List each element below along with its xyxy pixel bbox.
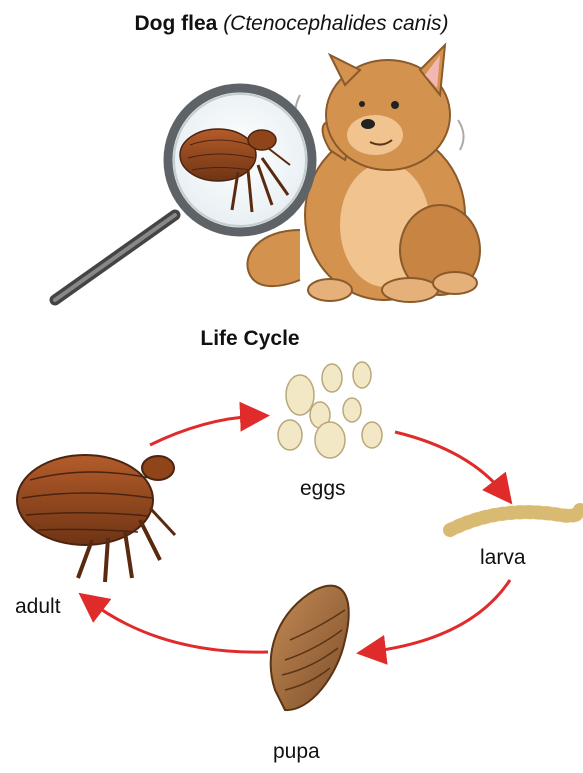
life-cycle-heading: Life Cycle xyxy=(0,327,500,351)
arrow-eggs-to-larva xyxy=(395,432,505,495)
eggs-illustration xyxy=(278,362,382,458)
larva-label: larva xyxy=(480,546,526,570)
arrow-adult-to-eggs xyxy=(150,416,258,445)
arrow-pupa-to-adult xyxy=(88,600,268,652)
pupa-illustration xyxy=(271,586,349,710)
larva-illustration xyxy=(450,510,580,530)
eggs-label: eggs xyxy=(300,477,346,501)
adult-label: adult xyxy=(15,595,61,619)
arrow-larva-to-pupa xyxy=(368,580,510,652)
pupa-label: pupa xyxy=(273,740,320,764)
adult-flea-illustration xyxy=(17,455,175,582)
